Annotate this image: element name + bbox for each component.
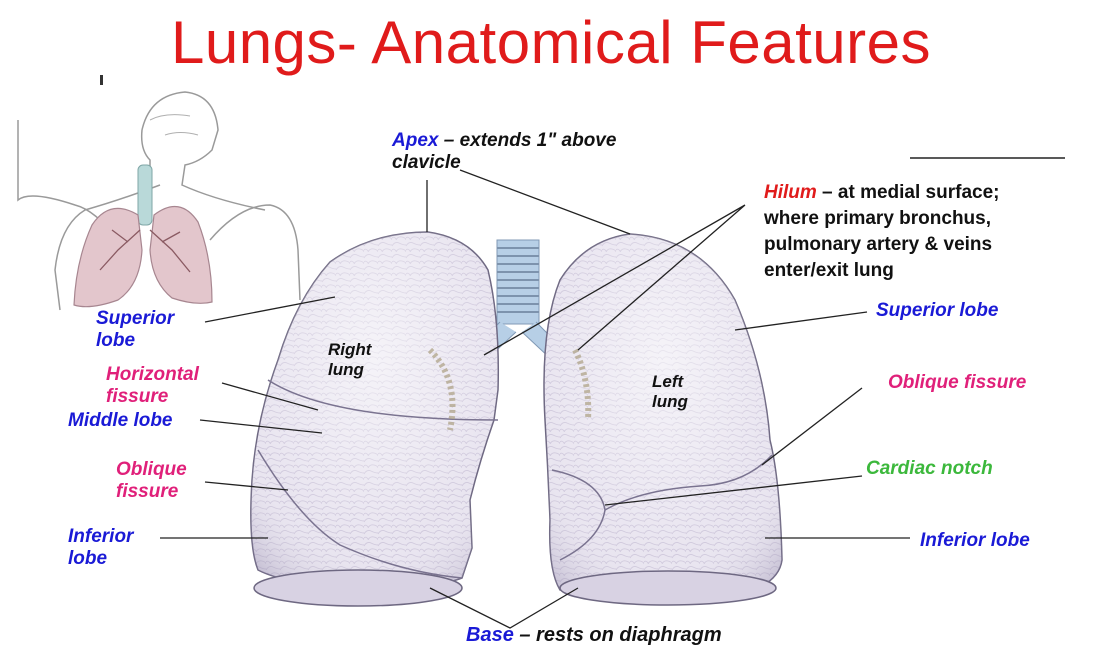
horizontal-fissure-label: Horizontal fissure: [106, 364, 199, 408]
oblique-fissure-left-label: Oblique fissure: [116, 459, 187, 503]
inferior-lobe-right-label: Inferior lobe: [920, 530, 1030, 552]
base-label: Base – rests on diaphragm: [466, 624, 722, 646]
base-desc: – rests on diaphragm: [514, 624, 722, 646]
base-term: Base: [466, 624, 514, 646]
apex-term: Apex: [392, 130, 438, 151]
right-lung-label: Right lung: [328, 340, 371, 380]
superior-lobe-right-leader: [735, 312, 867, 330]
inferior-lobe-left-label: Inferior lobe: [68, 526, 133, 570]
superior-lobe-left-label: Superior lobe: [96, 308, 174, 352]
left-lung-label: Left lung: [652, 372, 688, 412]
superior-lobe-right-label: Superior lobe: [876, 300, 998, 322]
cardiac-notch-label: Cardiac notch: [866, 458, 993, 480]
left-lung: [544, 234, 782, 605]
inset-right-lung: [74, 208, 142, 306]
oblique-fissure-right-leader: [762, 388, 862, 465]
inset-left-lung: [150, 206, 212, 303]
hilum-label: Hilum – at medial surface; where primary…: [764, 180, 999, 284]
right-lung: [251, 232, 498, 606]
apex-label: Apex – extends 1" above clavicle: [392, 130, 616, 174]
hilum-term: Hilum: [764, 182, 817, 203]
apex-leader: [427, 170, 630, 234]
body-outline-inset: [18, 75, 300, 310]
oblique-fissure-right-label: Oblique fissure: [888, 372, 1026, 394]
middle-lobe-left-label: Middle lobe: [68, 410, 173, 432]
